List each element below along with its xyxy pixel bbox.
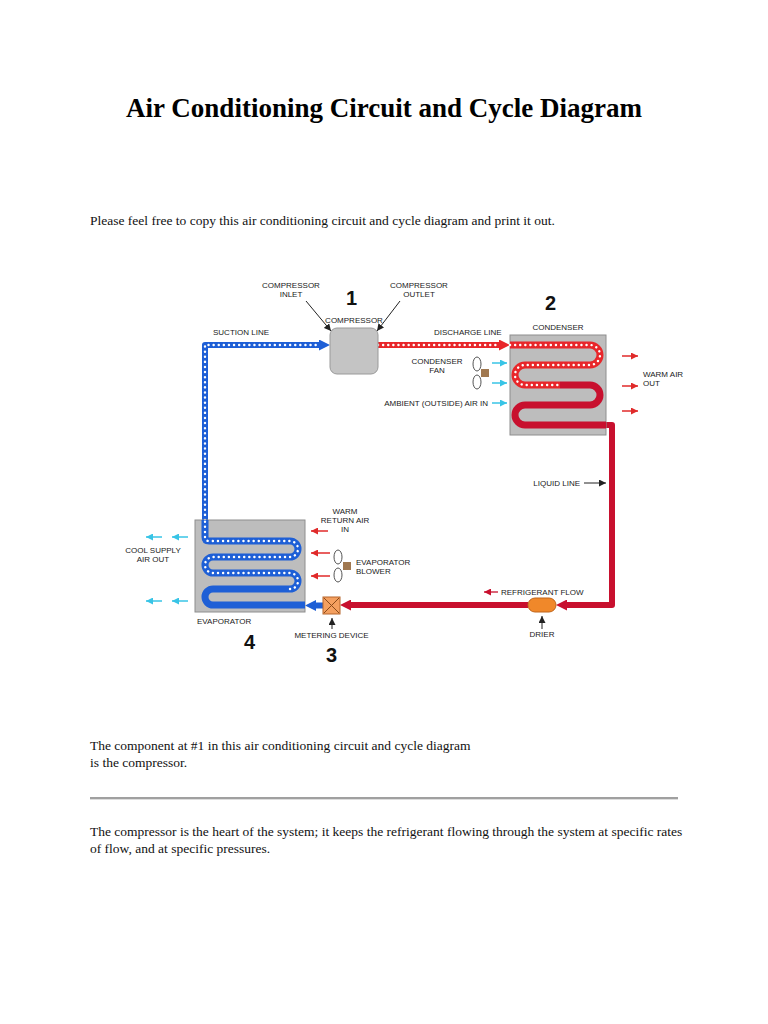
line-label: LIQUID LINE — [533, 479, 580, 488]
warm-air-arrows — [622, 356, 638, 411]
vapor-dots — [205, 520, 298, 589]
metering-body — [323, 597, 340, 614]
liquid-line-pipe — [351, 602, 528, 608]
fan-motor — [481, 369, 489, 377]
evaporator-body — [195, 520, 305, 612]
air-arrow — [146, 536, 162, 538]
drier-body — [528, 598, 556, 612]
expansion-line — [316, 605, 323, 606]
compressor-body — [330, 328, 378, 374]
line-label: SUCTION LINE — [212, 328, 270, 337]
liquid-line — [351, 605, 528, 606]
metering-pointer — [332, 618, 333, 629]
component-name: COMPRESSOR — [325, 316, 383, 325]
body-text: Please feel free to copy this air condit… — [90, 212, 710, 229]
metering-device-node: METERING DEVICE — [323, 597, 340, 614]
air-label: WARM AIR OUT — [643, 370, 687, 388]
part-label: COMPRESSOR INLET — [258, 281, 324, 299]
part-label: CONDENSER FAN — [408, 357, 466, 375]
blower-blade — [334, 568, 342, 582]
line-label: DISCHARGE LINE — [433, 328, 503, 337]
part-label: EVAPORATOR BLOWER — [356, 558, 422, 576]
vapor-coil — [510, 345, 600, 385]
air-arrow — [622, 410, 638, 412]
air-arrow — [622, 355, 638, 357]
body-text: The compressor is the heart of the syste… — [90, 823, 696, 857]
drier-node: DRIER — [528, 598, 556, 612]
condenser-coil — [510, 345, 606, 425]
component-name: METERING DEVICE — [294, 631, 368, 640]
callout-number: 1 — [346, 287, 357, 309]
vapor-dots — [510, 345, 600, 385]
return-air-arrows — [311, 531, 330, 576]
part-label: COMPRESSOR OUTLET — [384, 281, 454, 299]
compressor-node: COMPRESSOR — [330, 328, 378, 374]
page-title: Air Conditioning Circuit and Cycle Diagr… — [0, 92, 768, 124]
liquid-line-pipe — [567, 425, 612, 605]
flow-arrow — [484, 591, 498, 592]
suction-line-pipe — [205, 345, 319, 520]
callout-number: 3 — [326, 644, 337, 666]
evaporator-coil — [205, 520, 305, 605]
callout-number: 2 — [545, 292, 556, 314]
vapor-dots — [205, 345, 319, 520]
callout-number: 4 — [244, 631, 255, 653]
blower-blade — [334, 550, 342, 564]
component-name: DRIER — [530, 630, 555, 639]
fan-blade — [473, 375, 481, 389]
liquid-coil — [515, 385, 606, 425]
horizontal-rule — [90, 797, 678, 799]
expansion-line-pipe — [316, 603, 323, 609]
condenser-body — [510, 335, 606, 435]
component-name: CONDENSER — [532, 323, 583, 332]
air-arrow — [492, 402, 507, 404]
vapor-coil — [205, 520, 298, 589]
blower-motor — [343, 562, 351, 570]
air-arrow — [492, 382, 507, 384]
discharge-line — [378, 345, 499, 346]
air-arrow — [311, 552, 330, 554]
leader-lines — [306, 301, 606, 629]
ambient-air-arrows — [492, 363, 507, 403]
air-label: COOL SUPPLY AIR OUT — [124, 546, 182, 564]
air-arrow — [622, 385, 638, 387]
air-arrow — [311, 575, 330, 577]
condenser-node: CONDENSER — [510, 335, 606, 435]
component-name: EVAPORATOR — [197, 617, 251, 626]
metering-cross — [324, 598, 339, 613]
discharge-line-pipe — [378, 342, 499, 348]
suction-line — [205, 345, 319, 520]
evaporator-node: EVAPORATOR — [195, 520, 305, 612]
drier-pointer — [542, 616, 543, 629]
fan-blade — [473, 357, 481, 371]
vapor-dots — [378, 344, 499, 346]
horizontal-rule-shade — [90, 799, 678, 800]
liquid-line — [567, 425, 612, 605]
flow-label: REFRIGERANT FLOW — [501, 588, 584, 597]
air-arrow — [172, 536, 188, 538]
air-label: WARM RETURN AIR IN — [316, 507, 374, 534]
air-label: AMBIENT (OUTSIDE) AIR IN — [384, 399, 488, 408]
air-arrow — [311, 530, 328, 532]
body-text: The component at #1 in this air conditio… — [90, 737, 475, 771]
air-arrow — [172, 600, 188, 602]
air-arrow — [492, 362, 507, 364]
liquid-line-pointer — [584, 483, 606, 484]
air-arrow — [146, 600, 162, 602]
